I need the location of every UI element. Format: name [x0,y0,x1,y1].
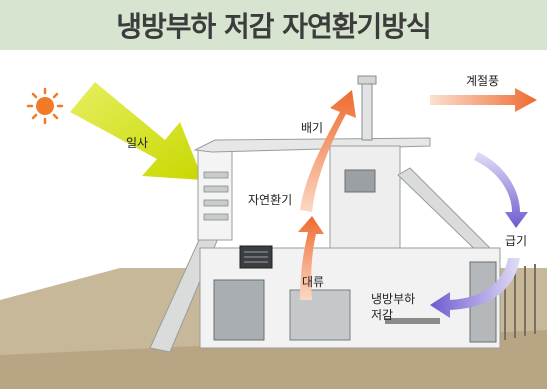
label-supply: 급기 [505,234,528,248]
house-window-left [213,279,265,341]
solar-arrow [70,82,203,180]
label-seasonal-wind: 계절풍 [466,74,500,88]
chimney [361,79,373,141]
chimney-cap [357,75,377,85]
tower-window [344,169,376,193]
convection-arrow [298,216,324,300]
label-cooling-load-2: 저감 [371,308,394,322]
roof-ventilator-grille [244,251,268,263]
interior-table [385,318,440,324]
label-natural-ventilation: 자연환기 [248,193,293,207]
house-ventilation-illustration [0,75,547,389]
exhaust-arrow [300,90,356,212]
louvers [203,171,229,221]
label-solar: 일사 [126,136,149,150]
house-window-center [289,289,351,341]
label-exhaust: 배기 [301,121,324,135]
house-left-wall [197,149,233,241]
label-cooling-load-1: 냉방부하 [371,292,416,306]
diagram-title: 냉방부하 저감 자연환기방식 [116,10,432,43]
title-band: 냉방부하 저감 자연환기방식 [0,0,547,50]
sun-icon [26,87,64,125]
supply-arrow [474,152,528,228]
seasonal-wind-arrow [430,88,537,112]
label-convection: 대류 [302,275,325,289]
house-tower [329,145,401,267]
house-upper-roof [193,137,431,153]
cooling-air-arrow [430,258,520,318]
